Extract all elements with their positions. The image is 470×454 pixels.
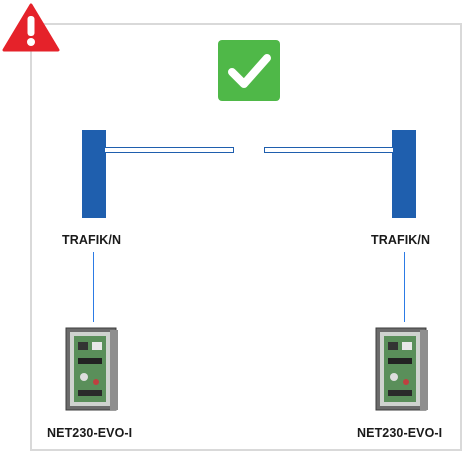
checkmark-icon xyxy=(218,40,280,101)
controller-label-right: NET230-EVO-I xyxy=(357,426,443,440)
warning-icon xyxy=(2,3,60,52)
barrier-label-left: TRAFIK/N xyxy=(62,233,122,247)
barrier-arm-left xyxy=(104,147,234,153)
control-board-image-right xyxy=(375,327,428,411)
barrier-post-left xyxy=(82,130,106,218)
control-board-image-left xyxy=(65,327,118,411)
connection-wire-left xyxy=(93,252,94,322)
barrier-arm-right xyxy=(264,147,394,153)
controller-label-left: NET230-EVO-I xyxy=(47,426,133,440)
barrier-post-right xyxy=(392,130,416,218)
connection-wire-right xyxy=(404,252,405,322)
barrier-label-right: TRAFIK/N xyxy=(371,233,431,247)
